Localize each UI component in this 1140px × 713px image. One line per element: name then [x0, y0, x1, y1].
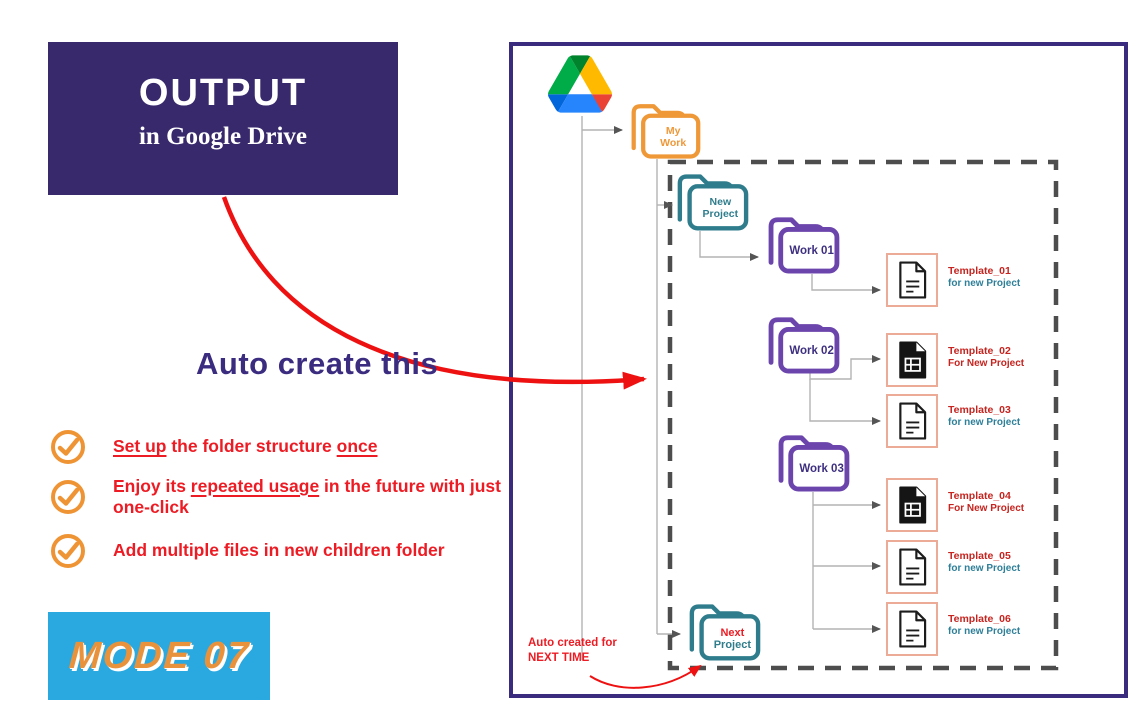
checklist-text: Add multiple files in new children folde…	[113, 540, 445, 561]
banner-title: OUTPUT	[138, 72, 308, 114]
template-label-4: Template_04 For New Project	[948, 490, 1025, 515]
mode-badge: MODE 07	[48, 612, 270, 700]
folder-label: Work 02	[789, 345, 834, 358]
template-label-3: Template_03 for new Project	[948, 404, 1021, 429]
template-box-4	[886, 478, 938, 532]
template-box-3	[886, 394, 938, 448]
folder-work-02: Work 02	[764, 312, 842, 374]
doc-icon	[899, 402, 927, 440]
check-icon	[51, 480, 85, 515]
sheet-icon	[899, 341, 927, 379]
doc-icon	[899, 610, 927, 648]
template-box-6	[886, 602, 938, 656]
checklist-item-2: Enjoy its repeated usage in the future w…	[50, 476, 515, 519]
banner-subtitle: in Google Drive	[138, 123, 308, 150]
folder-label: Work 01	[789, 245, 834, 258]
template-box-2	[886, 333, 938, 387]
check-icon	[51, 534, 85, 568]
template-label-1: Template_01 for new Project	[948, 265, 1021, 290]
folder-label: My Work	[660, 124, 687, 149]
checklist-item-3: Add multiple files in new children folde…	[50, 533, 515, 569]
template-label-6: Template_06 for new Project	[948, 613, 1021, 638]
output-banner: OUTPUT in Google Drive	[48, 42, 398, 195]
template-label-5: Template_05 for new Project	[948, 550, 1021, 575]
folder-new-project: New Project	[674, 168, 750, 232]
folder-label: Work 03	[799, 463, 844, 476]
doc-icon	[899, 548, 927, 586]
checklist-item-1: Set up the folder structure once	[50, 429, 515, 465]
folder-label: New Project	[702, 196, 739, 220]
doc-icon	[899, 261, 927, 299]
template-box-1	[886, 253, 938, 307]
template-box-5	[886, 540, 938, 594]
folder-work-01: Work 01	[764, 212, 842, 274]
checklist-text: Set up the folder structure once	[113, 436, 378, 457]
google-drive-icon	[548, 55, 612, 113]
checklist-text: Enjoy its repeated usage in the future w…	[113, 476, 501, 518]
sheet-icon	[899, 486, 927, 524]
mode-badge-text: MODE 07	[67, 634, 251, 677]
template-label-2: Template_02 For New Project	[948, 345, 1025, 370]
folder-work-03: Work 03	[774, 430, 852, 492]
check-icon	[51, 430, 85, 464]
folder-my-work: My Work	[628, 98, 702, 160]
auto-created-note: Auto created for NEXT TIME	[528, 637, 617, 664]
folder-icon	[631, 104, 701, 159]
auto-create-caption: Auto create this	[196, 346, 439, 381]
